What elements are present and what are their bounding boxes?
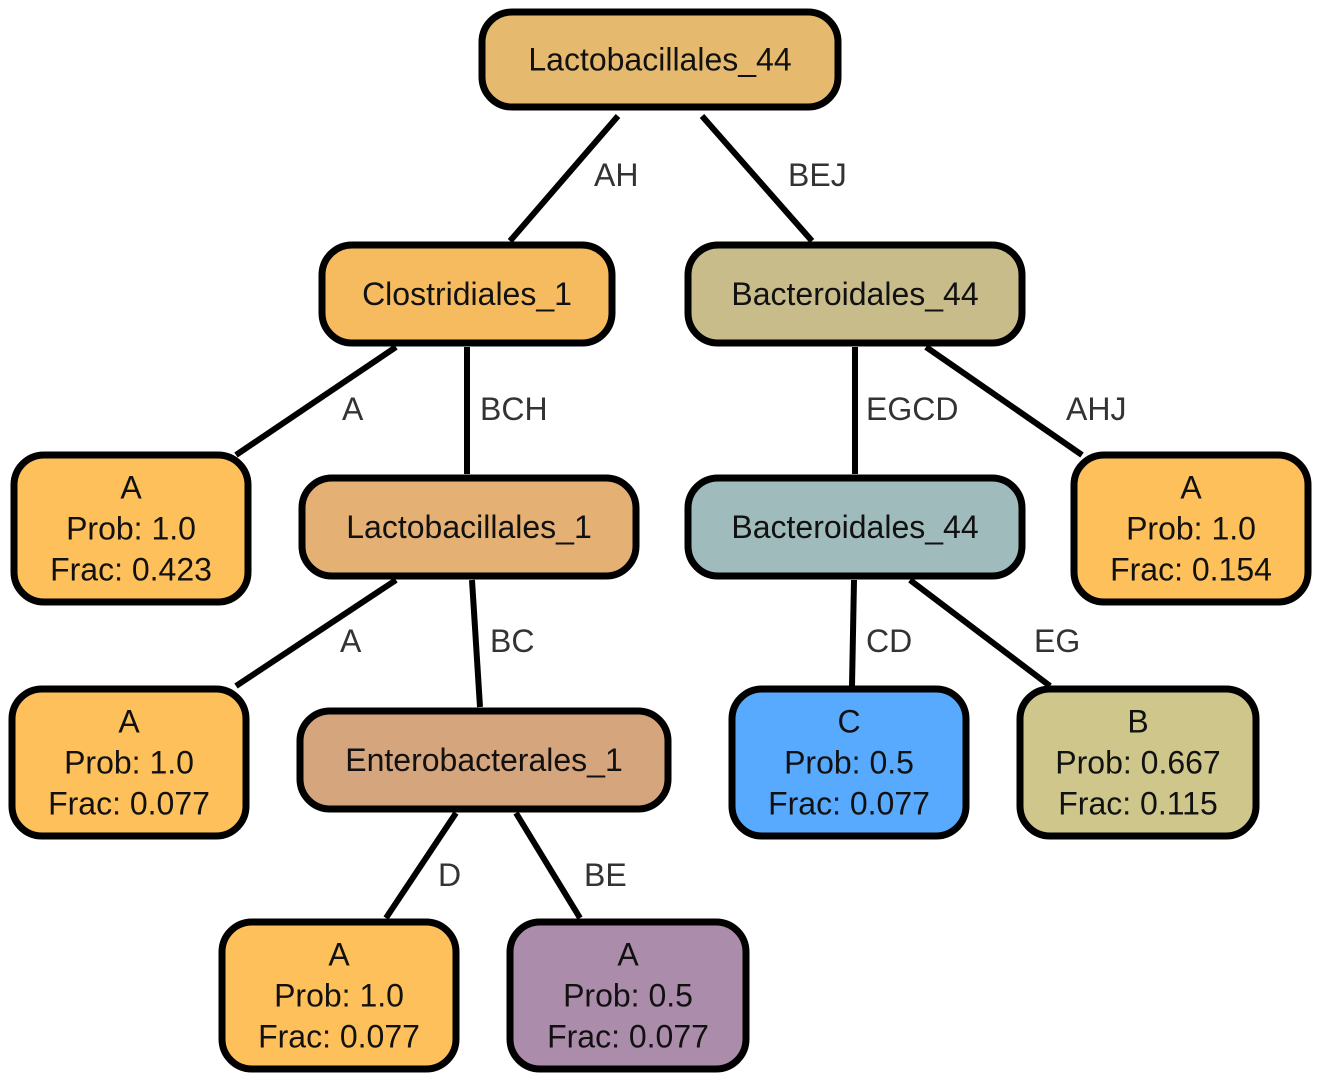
edge-root-to-clostridiales (507, 114, 621, 243)
edge-label: BEJ (788, 157, 847, 193)
node-clostridiales: Clostridiales_1 (318, 241, 616, 347)
node-label-line: Prob: 0.5 (784, 745, 914, 781)
node-enterobacterales: Enterobacterales_1 (296, 707, 672, 813)
node-label-line: Frac: 0.115 (1058, 786, 1217, 822)
edge-clostridiales-to-leaf_a_423 (234, 344, 398, 458)
edge-label: D (438, 857, 461, 893)
edge-bacteroidales_mid-to-leaf_c (849, 579, 857, 687)
node-box (684, 474, 1026, 580)
node-label-line: Clostridiales_1 (362, 276, 572, 312)
edge-label: AHJ (1066, 391, 1126, 427)
node-label-line: Prob: 0.667 (1055, 745, 1220, 781)
node-bacteroidales_mid: Bacteroidales_44 (684, 474, 1026, 580)
node-box (684, 241, 1026, 347)
node-box (318, 241, 616, 347)
edge-enterobacterales-to-leaf_a_077_be (513, 811, 583, 920)
node-box (296, 707, 672, 813)
edge-root-to-bacteroidales_top (699, 114, 815, 243)
node-root: Lactobacillales_44 (478, 8, 842, 111)
node-label-line: A (118, 704, 140, 740)
node-label-line: Prob: 0.5 (563, 978, 693, 1014)
edge-lactobacillales_1-to-leaf_a_077_left (234, 577, 398, 689)
edge-label: A (342, 391, 364, 427)
node-label-line: C (837, 704, 860, 740)
node-label-line: Frac: 0.423 (50, 552, 212, 588)
node-box (1016, 685, 1260, 840)
node-box (478, 8, 842, 111)
node-label-line: Frac: 0.077 (547, 1019, 709, 1055)
node-label-line: Bacteroidales_44 (731, 276, 978, 312)
node-label-line: Bacteroidales_44 (731, 509, 978, 545)
node-label-line: Frac: 0.077 (48, 786, 210, 822)
node-box (506, 918, 750, 1073)
node-label-line: Lactobacillales_1 (346, 509, 592, 545)
edge-label: BC (490, 623, 534, 659)
node-box (298, 474, 640, 580)
edge-lactobacillales_1-to-enterobacterales (469, 579, 483, 708)
node-label-line: Lactobacillales_44 (528, 42, 791, 78)
node-label-line: Prob: 1.0 (274, 978, 404, 1014)
edge-label: BE (584, 857, 627, 893)
edge-bacteroidales_mid-to-leaf_b (908, 577, 1052, 689)
node-box (728, 685, 970, 840)
edge-label: CD (866, 623, 912, 659)
node-label-line: A (120, 470, 142, 506)
node-box (8, 685, 250, 840)
node-label-line: A (328, 937, 350, 973)
edge-label: EGCD (866, 391, 958, 427)
node-label-line: A (617, 937, 639, 973)
node-label-line: Frac: 0.077 (258, 1019, 420, 1055)
node-label-line: Frac: 0.154 (1110, 552, 1272, 588)
node-label-line: Frac: 0.077 (768, 786, 930, 822)
edge-label: EG (1034, 623, 1080, 659)
node-box (218, 918, 460, 1073)
node-label-line: Prob: 1.0 (64, 745, 194, 781)
edge-label: BCH (480, 391, 548, 427)
node-label-line: A (1180, 470, 1202, 506)
node-label-line: Enterobacterales_1 (345, 742, 623, 778)
node-box (10, 451, 252, 606)
node-lactobacillales_1: Lactobacillales_1 (298, 474, 640, 580)
node-label-line: Prob: 1.0 (1126, 511, 1256, 547)
edge-label: AH (594, 157, 638, 193)
edge-enterobacterales-to-leaf_a_077_d (383, 811, 459, 920)
node-bacteroidales_top: Bacteroidales_44 (684, 241, 1026, 347)
node-label-line: B (1127, 704, 1148, 740)
edge-bacteroidales_top-to-leaf_a_154 (924, 344, 1084, 458)
node-box (1070, 451, 1312, 606)
node-label-line: Prob: 1.0 (66, 511, 196, 547)
edge-label: A (340, 623, 362, 659)
